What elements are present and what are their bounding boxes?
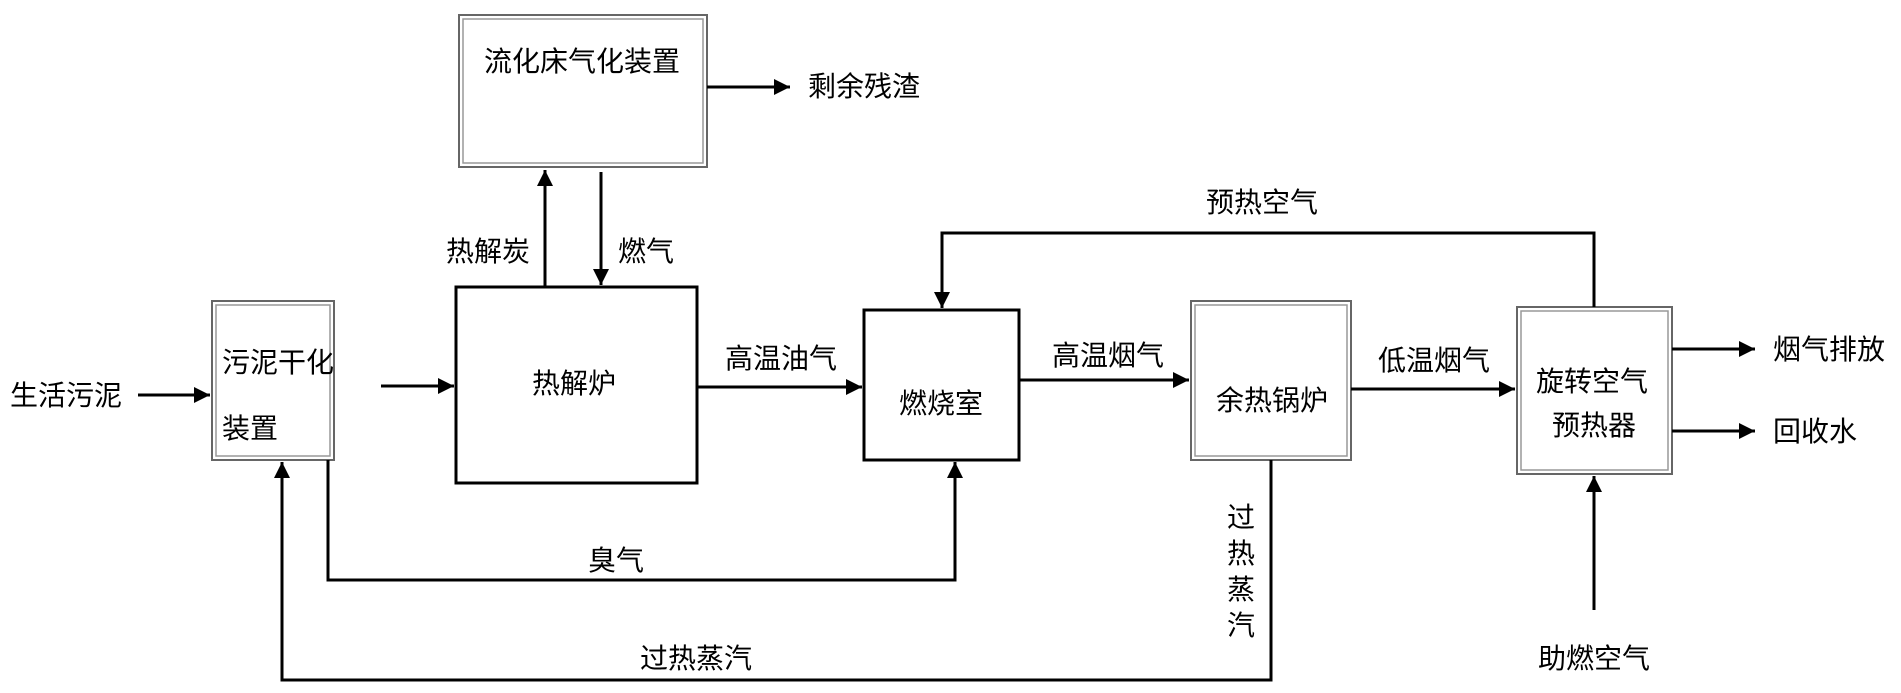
preheater-label-line1: 旋转空气 [1536, 365, 1649, 398]
raw-sludge-label: 生活污泥 [10, 379, 123, 412]
boiler-box [1190, 300, 1352, 461]
superheated-steam-vertical-label: 过热蒸汽 [1226, 501, 1255, 642]
boiler-label: 余热锅炉 [1216, 384, 1329, 417]
preheater-box [1516, 306, 1673, 475]
pyrolyzer-box [454, 285, 699, 485]
flue-gas-emission-label: 烟气排放 [1773, 333, 1886, 366]
residue-label: 剩余残渣 [808, 70, 921, 103]
combustor-label: 燃烧室 [899, 387, 984, 420]
fuel-gas-label: 燃气 [618, 235, 675, 268]
dryer-label-line2: 装置 [222, 412, 279, 445]
superheated-steam-line [274, 460, 1273, 682]
preheated-air-label: 预热空气 [1206, 186, 1319, 219]
char-label: 热解炭 [446, 235, 531, 268]
odor-gas-line [326, 460, 963, 582]
combustion-air-label: 助燃空气 [1538, 642, 1651, 675]
gasifier-label: 流化床气化装置 [484, 45, 681, 78]
preheated-air-line [934, 231, 1596, 308]
low-temp-flue-gas-label: 低温烟气 [1378, 344, 1491, 377]
superheated-steam-bottom-label: 过热蒸汽 [640, 642, 753, 675]
combustor-box [862, 308, 1021, 462]
preheater-label-line2: 预热器 [1552, 409, 1637, 442]
dryer-label-line1: 污泥干化 [222, 346, 335, 379]
hot-flue-gas-label: 高温烟气 [1052, 339, 1165, 372]
gasifier-box [458, 14, 708, 168]
odor-gas-label: 臭气 [588, 544, 645, 577]
pyrolyzer-label: 热解炉 [532, 367, 617, 400]
hot-oil-gas-label: 高温油气 [725, 342, 838, 375]
dryer-box [211, 300, 335, 461]
recovered-water-label: 回收水 [1773, 415, 1858, 448]
